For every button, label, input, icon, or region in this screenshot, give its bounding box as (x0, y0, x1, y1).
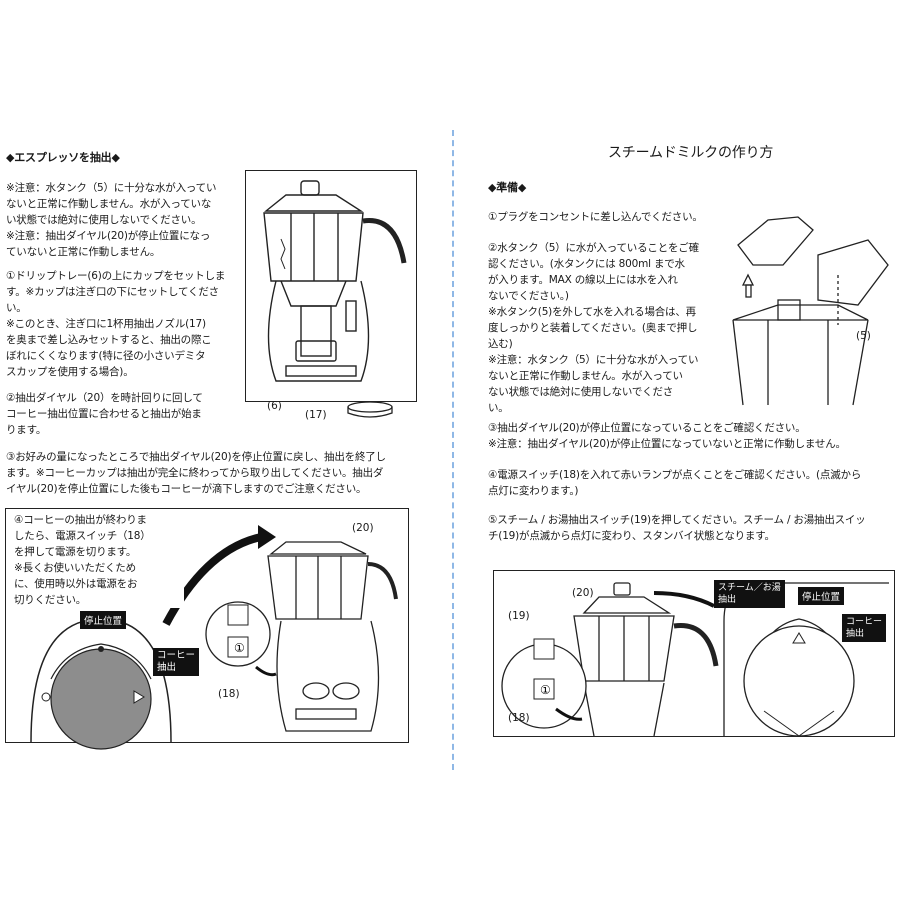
page-title-steamed-milk: スチームドミルクの作り方 (608, 145, 774, 161)
dial-label-coffee: コーヒー 抽出 (153, 648, 200, 676)
label-power-switch-18: (18) (218, 688, 240, 700)
label-drip-tray-6: (6) (267, 400, 282, 412)
label-steam-switch-19: (19) (508, 610, 530, 622)
svg-text:①: ① (540, 683, 551, 697)
label-power-switch-18: (18) (508, 712, 530, 724)
dial-label-coffee: コーヒー 抽出 (842, 614, 887, 642)
step-4-text: ④電源スイッチ(18)を入れて赤いランプが点くことをご確認ください。(点滅から … (488, 469, 862, 497)
section-heading-espresso: ◆エスプレッソを抽出◆ (6, 151, 120, 164)
note-water-tank: ※注意：水タンク（5）に十分な水が入ってい ないと正常に作動しません。水が入って… (6, 182, 217, 258)
dial-and-switch-drawing: ① (30, 525, 398, 750)
dial-label-stop: 停止位置 (80, 611, 127, 629)
right-column: スチームドミルクの作り方 ◆準備◆ ①プラグをコンセントに差し込んでください。 … (458, 0, 900, 900)
nozzle-17-drawing (347, 401, 393, 418)
section-heading-preparation: ◆準備◆ (488, 181, 527, 194)
water-tank-drawing (732, 216, 889, 406)
svg-text:①: ① (234, 641, 245, 655)
label-dial-20: (20) (572, 587, 594, 599)
left-column: ◆エスプレッソを抽出◆ ※注意：水タンク（5）に十分な水が入ってい ないと正常に… (0, 0, 448, 900)
step-2-text: ②抽出ダイヤル（20）を時計回りに回して コーヒー抽出位置に合わせると抽出が始ま… (6, 392, 203, 436)
step-5-text: ⑤スチーム / お湯抽出スイッチ(19)を押してください。スチーム / お湯抽出… (488, 514, 866, 542)
label-nozzle-17: (17) (305, 409, 327, 421)
dial-label-stop: 停止位置 (798, 587, 845, 605)
espresso-machine-drawing (263, 180, 407, 382)
step-3-text: ③お好みの量になったところで抽出ダイヤル(20)を停止位置に戻し、抽出を終了し … (6, 451, 386, 495)
step-2-text: ②水タンク（5）に水が入っていることをご確 認ください。(水タンクには 800m… (488, 242, 699, 414)
step-3-text: ③抽出ダイヤル(20)が停止位置になっていることをご確認ください。 ※注意：抽出… (488, 422, 846, 450)
page-divider (452, 130, 454, 770)
step-1-text: ①プラグをコンセントに差し込んでください。 (488, 211, 703, 223)
dial-label-steam: スチーム／お湯 抽出 (714, 580, 785, 608)
label-water-tank-5: (5) (856, 330, 871, 342)
label-dial-20: (20) (352, 522, 374, 534)
step-4-text: ④コーヒーの抽出が終わりま したら、電源スイッチ（18） を押して電源を切ります… (14, 512, 184, 608)
step-1-text: ①ドリップトレー(6)の上にカップをセットしま す。※カップは注ぎ口の下にセット… (6, 270, 226, 378)
steam-dial-drawing: ① (501, 582, 889, 737)
illustration-espresso-machine (245, 170, 417, 402)
